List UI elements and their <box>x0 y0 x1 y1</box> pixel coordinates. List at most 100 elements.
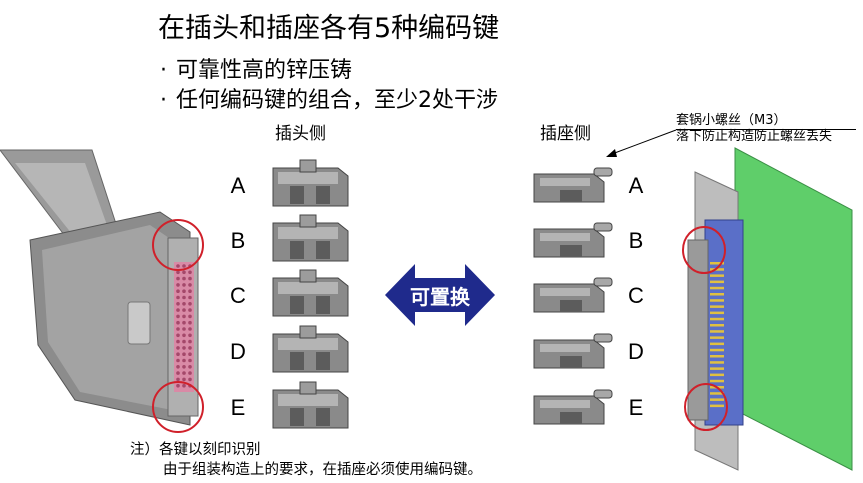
socket-pin <box>710 379 724 383</box>
socket-pin <box>710 311 724 315</box>
plug-connector-drawing <box>0 149 199 426</box>
socket-pin <box>710 342 724 346</box>
socket-pin <box>710 348 724 352</box>
screw-callout: 套锅小螺丝（M3） 落下防止构造防止螺丝丢失 <box>676 113 832 145</box>
socket-pin <box>710 367 724 370</box>
plug-key-letter-d: D <box>230 339 246 364</box>
socket-pin <box>710 299 724 302</box>
plug-coding-key-c <box>272 269 349 317</box>
plug-pin <box>188 339 192 344</box>
socket-pin <box>710 324 724 327</box>
plug-pin <box>188 308 192 312</box>
footnote: 注）各键以刻印识别 由于组装构造上的要求，在插座必须使用编码键。 <box>130 440 482 480</box>
socket-coding-key-b <box>533 222 613 258</box>
plug-pin <box>176 365 180 369</box>
plug-key-letter-b: B <box>230 228 246 253</box>
bullet-text: 任何编码键的组合，至少2处干涉 <box>176 88 498 113</box>
plug-pin <box>182 352 186 357</box>
plug-pin <box>188 377 192 382</box>
plug-pin <box>188 302 192 306</box>
socket-pin <box>710 317 724 321</box>
plug-key-letter-a: A <box>230 173 246 198</box>
plug-pin <box>188 314 192 319</box>
plug-pin <box>182 327 186 331</box>
plug-pin <box>176 358 180 363</box>
plug-pin <box>176 320 180 325</box>
plug-coding-key-d <box>272 325 349 373</box>
plug-pin <box>182 289 186 294</box>
socket-key-highlight-bottom <box>684 383 728 431</box>
socket-key-letter-e: E <box>628 395 644 420</box>
plug-pin <box>176 276 180 281</box>
plug-pin <box>176 352 180 357</box>
socket-pin <box>710 268 724 271</box>
plug-pin-grid <box>176 264 192 388</box>
socket-pin <box>710 392 724 395</box>
socket-pin-grid <box>710 262 724 408</box>
plug-pin <box>176 283 180 287</box>
plug-key-highlight-top <box>152 219 204 271</box>
socket-key-highlight-top <box>682 226 726 274</box>
footnote-line-1: 注）各键以刻印识别 <box>130 442 261 458</box>
socket-coding-key-c <box>533 277 613 313</box>
socket-pin <box>710 361 724 364</box>
bullet-dot: · <box>160 88 167 113</box>
socket-pin <box>710 305 724 308</box>
socket-pin <box>710 398 724 401</box>
bullet-text: 可靠性高的锌压铸 <box>176 58 353 83</box>
plug-pin <box>182 346 186 350</box>
socket-pin <box>710 330 724 333</box>
plug-pin <box>182 270 186 275</box>
socket-pin <box>710 293 724 296</box>
socket-pin <box>710 280 724 284</box>
plug-pin <box>182 320 186 325</box>
pcb-board <box>734 147 853 471</box>
plug-pin <box>182 371 186 375</box>
plug-pin <box>182 276 186 281</box>
plug-pin <box>176 308 180 312</box>
socket-pin <box>710 373 724 377</box>
footnote-line-2: 由于组装构造上的要求，在插座必须使用编码键。 <box>163 462 482 478</box>
plug-coding-key-b <box>272 214 349 262</box>
plug-side-header: 插头侧 <box>275 124 326 144</box>
plug-pin <box>176 346 180 350</box>
plug-pin <box>188 365 192 369</box>
bullet-item: · 可靠性高的锌压铸 <box>160 52 352 84</box>
socket-pin <box>710 274 724 277</box>
swap-label: 可置换 <box>410 285 470 309</box>
plug-pin <box>188 320 192 325</box>
bullet-item: · 任何编码键的组合，至少2处干涉 <box>160 82 498 114</box>
plug-pin <box>182 283 186 287</box>
socket-shell <box>687 239 709 421</box>
plug-pin <box>176 333 180 338</box>
socket-coding-key-a <box>533 167 613 203</box>
socket-key-letter-d: D <box>628 339 644 364</box>
plug-pin <box>182 383 186 388</box>
plug-pin <box>176 383 180 388</box>
plug-pin <box>176 377 180 382</box>
socket-key-letter-c: C <box>628 283 644 308</box>
socket-coding-keys <box>533 167 613 425</box>
socket-pin <box>710 404 724 408</box>
plug-pin <box>176 371 180 375</box>
plug-key-letter-e: E <box>230 395 246 420</box>
plug-pin <box>188 289 192 294</box>
plug-pin <box>182 295 186 300</box>
socket-key-letter-a: A <box>628 173 644 198</box>
plug-key-letter-c: C <box>230 283 246 308</box>
plug-cable-highlight <box>15 163 108 234</box>
plug-coding-key-e <box>272 381 349 429</box>
plug-coding-key-a <box>272 159 349 207</box>
socket-coding-key-d <box>533 333 613 369</box>
bullet-dot: · <box>160 58 167 83</box>
plug-pin <box>182 339 186 344</box>
plug-pin <box>188 327 192 331</box>
socket-pin <box>710 286 724 290</box>
plug-pin <box>188 270 192 275</box>
plug-pin <box>176 270 180 275</box>
plug-pin <box>188 333 192 338</box>
swap-double-arrow-icon <box>385 264 495 326</box>
plug-pin <box>182 358 186 363</box>
plug-pin <box>188 358 192 363</box>
